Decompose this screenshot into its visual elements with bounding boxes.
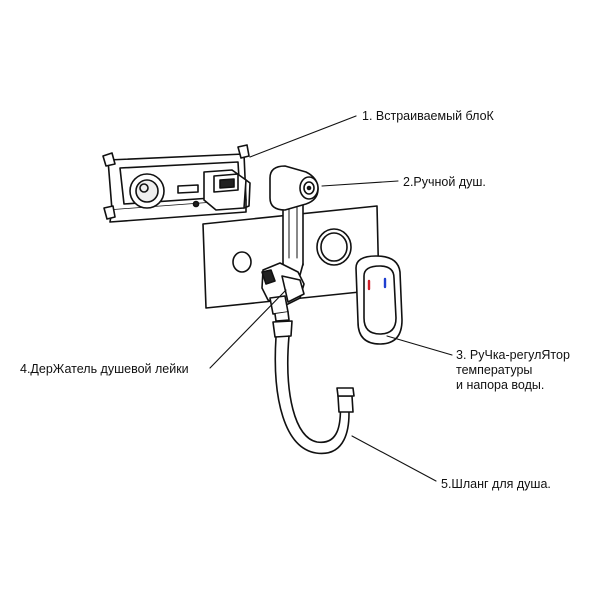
mixer-handle-drawing <box>355 255 403 345</box>
label-mixer-handle-line3: и напора воды. <box>456 378 545 392</box>
label-built-in-block: 1. Встраиваемый блоК <box>362 109 494 123</box>
label-mixer-handle-line2: температуры <box>456 363 533 377</box>
built-in-block-drawing <box>102 144 251 223</box>
leader-line-holder <box>209 289 287 369</box>
label-mixer-handle-line1: 3. РуЧка-регулЯтор <box>456 348 570 362</box>
label-shower-holder: 4.ДерЖатель душевой лейки <box>20 362 189 376</box>
shower-holder-drawing <box>261 262 305 322</box>
leader-lines <box>209 115 453 482</box>
label-mixer-handle: 3. РуЧка-регулЯтор температуры и напора … <box>456 348 570 393</box>
leader-line-handle <box>386 335 453 356</box>
leader-line-hose <box>351 435 437 482</box>
shower-hose-drawing <box>272 320 355 455</box>
label-shower-hose: 5.Шланг для душа. <box>441 477 551 491</box>
leader-line-hand-shower <box>321 180 399 187</box>
label-hand-shower: 2.Ручной душ. <box>403 175 486 189</box>
hand-shower-drawing <box>269 165 319 276</box>
leader-line-block <box>249 115 357 158</box>
